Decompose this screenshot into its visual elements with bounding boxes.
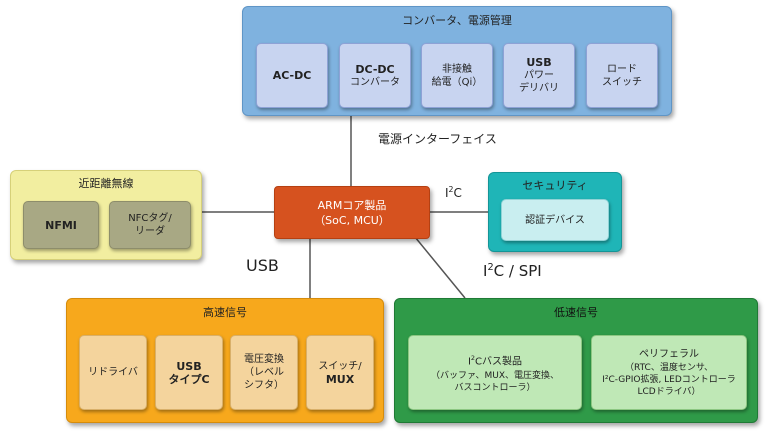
i2c-spi-label: I2C / SPI	[483, 262, 542, 280]
i2c-bus-products-title: I2Cバス製品	[468, 351, 522, 369]
power-management-title: コンバータ、電源管理	[402, 14, 512, 27]
peripheral-line4: LCDドライバ）	[637, 386, 701, 397]
level-shifter-box: 電圧変換 （レベル シフタ）	[230, 335, 298, 410]
wireless-charging-box: 非接触 給電（Qi）	[421, 43, 493, 108]
load-switch-box: ロード スイッチ	[586, 43, 658, 108]
usb-type-c-box: USB タイプC	[155, 335, 223, 410]
peripheral-line2: （RTC、温度センサ、	[624, 362, 714, 373]
i2c-label-prefix: I	[445, 186, 449, 200]
near-field-wireless-title: 近距離無線	[78, 177, 134, 190]
switch-mux-line1: スイッチ/	[318, 360, 362, 372]
redriver-box: リドライバ	[79, 335, 147, 410]
usb-type-c-line2: タイプC	[168, 372, 210, 386]
security-group: セキュリティ 認証デバイス	[488, 172, 622, 252]
ac-dc-box: AC-DC	[256, 43, 328, 108]
dc-dc-converter-box: DC-DC コンバータ	[339, 43, 411, 108]
authentication-device-label: 認証デバイス	[525, 214, 585, 226]
redriver-label: リドライバ	[88, 367, 138, 378]
usb-pd-line1: USB	[526, 56, 552, 69]
dc-dc-label: DC-DC	[355, 62, 395, 76]
usb-label: USB	[246, 256, 279, 275]
connector-low-speed	[414, 236, 466, 299]
high-speed-signal-title: 高速信号	[203, 306, 247, 319]
nfc-tag-line2: リーダ	[135, 226, 165, 237]
low-speed-signal-title: 低速信号	[554, 306, 598, 319]
i2c-bus-products-box: I2Cバス製品 （バッファ、MUX、電圧変換、 バスコントローラ）	[408, 335, 582, 410]
i2c-spi-sup: 2	[487, 262, 494, 273]
level-shifter-line3: シフタ）	[244, 380, 284, 391]
arm-core-title: ARMコア製品	[317, 198, 387, 212]
switch-mux-line2: MUX	[325, 372, 355, 386]
usb-pd-line2: パワー	[524, 70, 554, 81]
security-title: セキュリティ	[522, 179, 588, 192]
usb-pd-line3: デリバリ	[519, 83, 559, 94]
nfmi-box: NFMI	[23, 201, 99, 249]
low-speed-signal-group: 低速信号 I2Cバス製品 （バッファ、MUX、電圧変換、 バスコントローラ） ペ…	[394, 298, 758, 423]
i2c-label-suffix: C	[453, 186, 462, 200]
i2c-bus-products-line3: バスコントローラ）	[454, 382, 536, 393]
load-switch-line2: スイッチ	[602, 76, 642, 88]
usb-power-delivery-box: USB パワー デリバリ	[503, 43, 575, 108]
i2c-spi-prefix: I	[483, 262, 488, 280]
ac-dc-label: AC-DC	[272, 69, 312, 82]
i2c-bus-products-line2: （バッファ、MUX、電圧変換、	[430, 370, 560, 381]
nfc-tag-reader-box: NFCタグ/ リーダ	[109, 201, 191, 249]
nfmi-label: NFMI	[45, 218, 77, 232]
i2c-label: I2C	[445, 185, 462, 200]
power-management-group: コンバータ、電源管理 AC-DC DC-DC コンバータ 非接触 給電（Qi） …	[242, 6, 672, 116]
peripheral-line3: I²C-GPIO拡張, LEDコントローラ	[602, 374, 736, 385]
i2c-bus-title-suffix: Cバス製品	[475, 356, 523, 368]
load-switch-line1: ロード	[607, 63, 637, 75]
arm-core-products-box: ARMコア製品 （SoC, MCU）	[274, 186, 430, 239]
authentication-device-box: 認証デバイス	[501, 199, 609, 241]
peripheral-title: ペリフェラル	[639, 348, 699, 360]
i2c-label-sup: 2	[448, 185, 454, 194]
dc-dc-sub-label: コンバータ	[350, 76, 400, 88]
near-field-wireless-group: 近距離無線 NFMI NFCタグ/ リーダ	[10, 170, 202, 260]
level-shifter-line2: （レベル	[244, 367, 284, 378]
i2c-bus-title-sup: 2	[470, 354, 476, 363]
i2c-spi-suffix: C / SPI	[493, 262, 542, 280]
i2c-bus-title-prefix: I	[467, 356, 471, 368]
nfc-tag-line1: NFCタグ/	[128, 213, 172, 224]
wireless-charging-line1: 非接触	[442, 63, 472, 75]
wireless-charging-line2: 給電（Qi）	[431, 76, 483, 88]
switch-mux-box: スイッチ/ MUX	[306, 335, 374, 410]
usb-type-c-line1: USB	[176, 359, 202, 373]
arm-core-subtitle: （SoC, MCU）	[314, 213, 390, 227]
level-shifter-line1: 電圧変換	[244, 354, 284, 365]
high-speed-signal-group: 高速信号 リドライバ USB タイプC 電圧変換 （レベル シフタ） スイッチ/…	[66, 298, 384, 423]
peripheral-box: ペリフェラル （RTC、温度センサ、 I²C-GPIO拡張, LEDコントローラ…	[591, 335, 747, 410]
power-interface-label: 電源インターフェイス	[378, 132, 497, 146]
